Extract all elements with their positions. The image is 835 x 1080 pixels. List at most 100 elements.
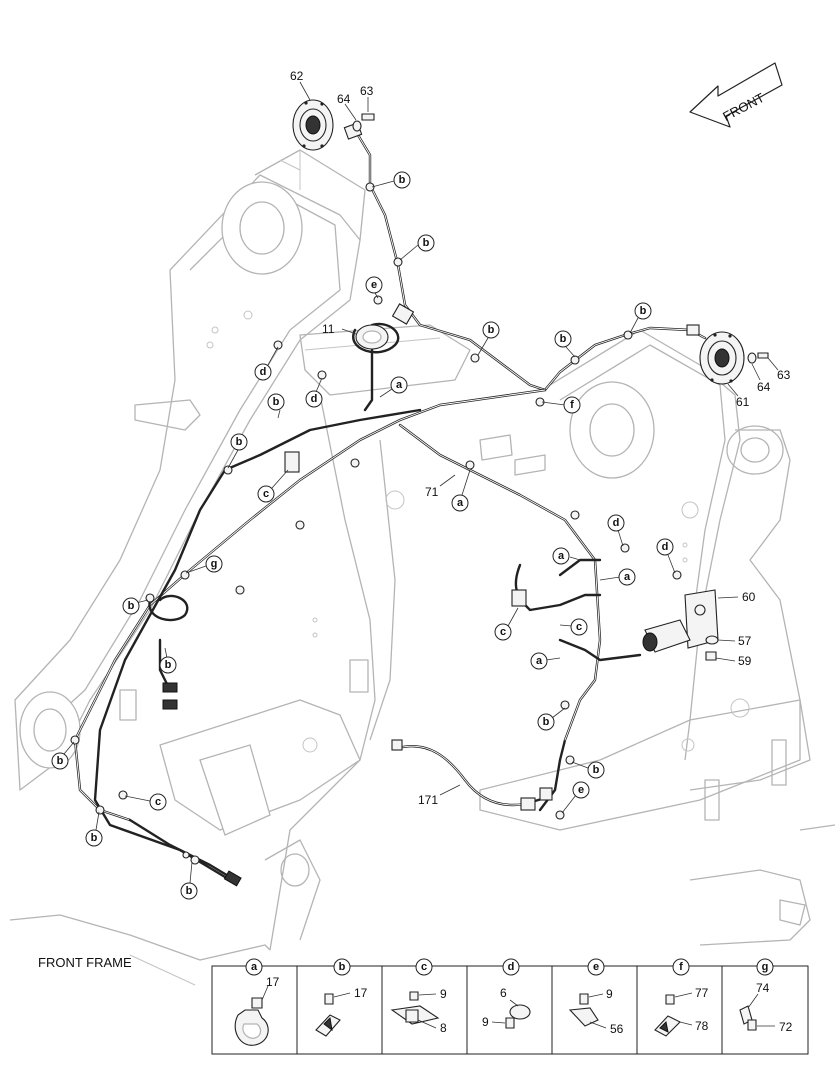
part-number-labels: 62 64 63 11 71 171 60 57 59 61 64 63 (290, 69, 791, 807)
svg-text:b: b (273, 396, 280, 408)
svg-text:d: d (508, 961, 515, 973)
svg-text:77: 77 (695, 986, 709, 1000)
svg-text:a: a (558, 550, 565, 562)
svg-text:b: b (186, 885, 193, 897)
bolt-63-nut-64-lower (747, 352, 769, 364)
horn-62 (292, 99, 334, 151)
part-number-64-lower: 64 (757, 380, 771, 394)
svg-text:b: b (128, 600, 135, 612)
part-number-71: 71 (425, 485, 439, 499)
svg-text:a: a (624, 571, 631, 583)
callout-b: b (537, 713, 555, 731)
wire-harness (70, 122, 707, 887)
svg-text:b: b (543, 716, 550, 728)
callout-c: c (149, 793, 167, 811)
callout-b: b (51, 752, 69, 770)
svg-text:17: 17 (266, 975, 280, 989)
svg-text:e: e (371, 279, 377, 291)
callout-letters: b b b b b b b b b b b b b b a a a a (51, 171, 676, 900)
svg-text:g: g (762, 961, 769, 973)
bracket-60 (684, 589, 719, 649)
legend-cell-g: g 74 72 (739, 958, 793, 1034)
connector-plug (642, 619, 691, 653)
svg-text:b: b (91, 832, 98, 844)
svg-text:b: b (488, 324, 495, 336)
callout-b: b (417, 234, 435, 252)
part-number-60: 60 (742, 590, 756, 604)
legend-cell-f: f 77 78 (654, 958, 709, 1037)
callout-b: b (180, 882, 198, 900)
callout-d: d (656, 538, 674, 556)
svg-text:b: b (165, 659, 172, 671)
part-number-61: 61 (736, 395, 750, 409)
callout-b: b (230, 433, 248, 451)
callout-d: d (305, 390, 323, 408)
clamp-legend-table: a 17 b 17 c 9 8 (211, 958, 809, 1055)
svg-text:c: c (421, 961, 427, 973)
callout-f: f (563, 396, 581, 414)
callout-a: a (390, 376, 408, 394)
legend-cell-d: d 6 9 (482, 958, 531, 1029)
svg-text:d: d (662, 541, 669, 553)
callout-a: a (451, 494, 469, 512)
svg-text:9: 9 (482, 1015, 489, 1029)
svg-text:e: e (578, 784, 584, 796)
svg-text:6: 6 (500, 986, 507, 1000)
callout-d: d (607, 514, 625, 532)
svg-text:8: 8 (440, 1021, 447, 1035)
legend-cell-b: b 17 (315, 958, 368, 1037)
legend-cell-e: e 9 56 (568, 958, 624, 1036)
svg-text:c: c (576, 621, 582, 633)
callout-b: b (159, 656, 177, 674)
svg-text:b: b (640, 305, 647, 317)
part-number-171: 171 (418, 793, 438, 807)
svg-text:g: g (211, 558, 218, 570)
harness-clamps (70, 182, 682, 865)
svg-text:f: f (570, 399, 574, 411)
callout-g: g (205, 555, 223, 573)
part-number-11: 11 (322, 322, 335, 336)
callout-b: b (267, 393, 285, 411)
legend-cell-c: c 9 8 (390, 958, 447, 1035)
svg-text:b: b (57, 755, 64, 767)
callout-d: d (254, 363, 272, 381)
legend-cell-a: a 17 (234, 958, 280, 1046)
svg-text:f: f (679, 961, 683, 973)
svg-text:9: 9 (606, 987, 613, 1001)
svg-text:c: c (500, 626, 506, 638)
bolt-63-nut-64-upper (352, 113, 375, 132)
part-number-57: 57 (738, 634, 752, 648)
callout-b: b (393, 171, 411, 189)
svg-text:e: e (593, 961, 599, 973)
svg-text:d: d (311, 393, 318, 405)
svg-text:b: b (339, 961, 346, 973)
svg-text:a: a (457, 497, 464, 509)
svg-text:56: 56 (610, 1022, 624, 1036)
callout-a: a (618, 568, 636, 586)
callout-c: c (257, 485, 275, 503)
svg-text:b: b (399, 174, 406, 186)
washer-57 (705, 635, 719, 645)
callout-b: b (85, 829, 103, 847)
callout-a: a (530, 652, 548, 670)
part-number-62: 62 (290, 69, 304, 83)
part-number-63-lower: 63 (777, 368, 791, 382)
callout-c: c (494, 623, 512, 641)
callout-e: e (365, 276, 383, 294)
svg-text:b: b (593, 764, 600, 776)
callout-c: c (570, 618, 588, 636)
svg-text:b: b (423, 237, 430, 249)
svg-text:78: 78 (695, 1019, 709, 1033)
callout-b: b (634, 302, 652, 320)
svg-text:74: 74 (756, 981, 770, 995)
svg-text:c: c (263, 488, 269, 500)
callout-e: e (572, 781, 590, 799)
grommet-ring-11 (355, 324, 389, 350)
front-frame-title: FRONT FRAME (38, 955, 132, 970)
front-frame-structure (9, 149, 835, 961)
callout-b: b (554, 330, 572, 348)
svg-text:72: 72 (779, 1020, 793, 1034)
svg-text:d: d (613, 517, 620, 529)
svg-text:a: a (396, 379, 403, 391)
